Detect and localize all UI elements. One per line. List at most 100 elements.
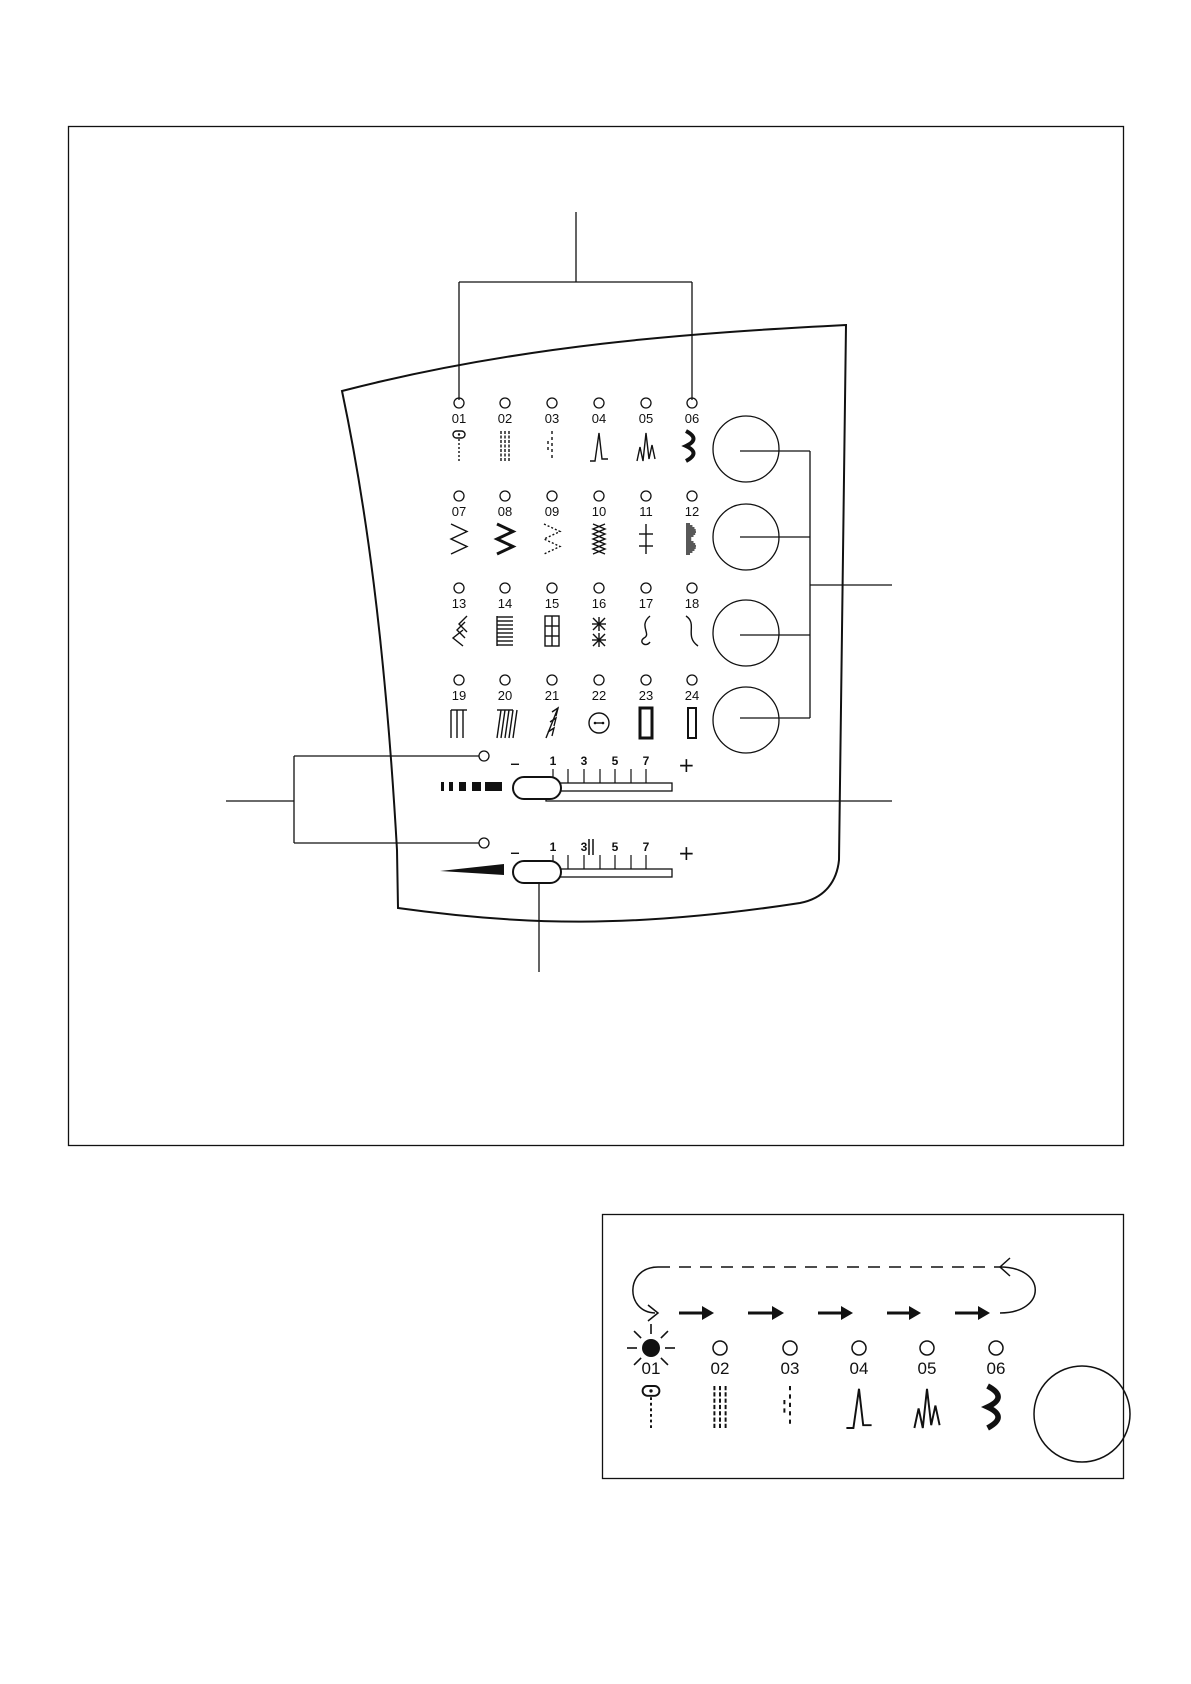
- arrow-zigzag-icon: [545, 706, 560, 739]
- sequence-arrow: [887, 1306, 921, 1320]
- buttonhole-wide-icon: [638, 706, 654, 740]
- stitch-02: 02: [498, 397, 512, 461]
- stitch-number: 09: [545, 504, 559, 519]
- sequence-number: 06: [987, 1359, 1006, 1378]
- wave-icon: [685, 615, 699, 647]
- sequence-stitch-06: 06: [980, 1340, 1006, 1431]
- stitch-number: 01: [452, 411, 466, 426]
- stitch-led: [640, 582, 652, 594]
- length-slider-knob[interactable]: [512, 776, 562, 800]
- stitch-number: 24: [685, 688, 699, 703]
- stitch-09: 09: [542, 490, 562, 555]
- sequence-selector-button[interactable]: [1033, 1365, 1131, 1463]
- width-led: [478, 837, 490, 849]
- sequence-stitch-01: 01: [627, 1324, 675, 1428]
- stitch-17: 17: [639, 582, 653, 646]
- stitch-07: 07: [449, 490, 469, 555]
- stitch-04: 04: [590, 397, 608, 462]
- stitch-11: 11: [639, 490, 653, 554]
- stitch-led: [640, 490, 652, 502]
- stretch-blind-icon: [636, 432, 656, 462]
- width-slider-knob[interactable]: [512, 860, 562, 884]
- sequence-arrow: [748, 1306, 784, 1320]
- leader-adjust-leds: [226, 755, 479, 844]
- stitch-led: [593, 490, 605, 502]
- sequence-stitch-04: 04: [846, 1340, 872, 1429]
- stitch-led: [593, 397, 605, 409]
- triple-straight-icon: [713, 1386, 727, 1428]
- selector-button-row2[interactable]: [712, 503, 780, 571]
- sequence-stitch-02: 02: [711, 1340, 730, 1428]
- stitch-05: 05: [636, 397, 656, 462]
- buttonhole-straight-icon: [641, 1385, 661, 1428]
- stitch-18: 18: [685, 582, 699, 647]
- stitch-24: 24: [685, 674, 699, 739]
- slider-tick-label: 5: [612, 840, 619, 854]
- selector-button-row1[interactable]: [712, 415, 780, 483]
- stitch-number: 12: [685, 504, 699, 519]
- stitch-20: 20: [496, 674, 518, 739]
- slider-tick-label: 7: [643, 840, 650, 854]
- stitch-15: 15: [544, 582, 560, 647]
- stitch-led: [640, 397, 652, 409]
- triple-straight-icon: [500, 431, 510, 461]
- stitch-led: [686, 674, 698, 686]
- slider-tick-label: 7: [643, 754, 650, 768]
- zigzag-icon: [449, 523, 469, 555]
- slider-tick-label: 1: [550, 754, 557, 768]
- selector-button-row4[interactable]: [712, 686, 780, 754]
- button-sew-icon: [588, 712, 610, 734]
- star-icon: [592, 617, 606, 647]
- loop-arrowhead-left: [998, 1257, 1011, 1277]
- length-minus: –: [510, 751, 520, 775]
- stitch-led: [593, 582, 605, 594]
- active-led: [642, 1339, 660, 1357]
- slant-overlock-icon: [496, 709, 518, 739]
- stitch-19: 19: [450, 674, 467, 738]
- stitch-led: [546, 674, 558, 686]
- stitch-number: 17: [639, 596, 653, 611]
- sequence-led: [919, 1340, 935, 1356]
- selector-button-row3[interactable]: [712, 599, 780, 667]
- stretch-blind-icon: [913, 1388, 941, 1429]
- stitch-number: 11: [639, 504, 653, 519]
- width-plus: +: [678, 841, 695, 865]
- stitch-21: 21: [545, 674, 560, 739]
- buttonhole-narrow-icon: [687, 707, 697, 739]
- sequence-arrow: [818, 1306, 853, 1320]
- stitch-number: 10: [592, 504, 606, 519]
- overlock-icon: [450, 709, 467, 738]
- sequence-frame: [601, 1213, 1125, 1480]
- ladder-icon: [639, 524, 653, 554]
- sequence-stitch-05: 05: [913, 1340, 941, 1429]
- blink-rays: [627, 1324, 675, 1366]
- stitch-number: 16: [592, 596, 606, 611]
- sequence-led: [782, 1340, 798, 1356]
- sequence-number: 01: [642, 1359, 661, 1378]
- leaf-icon: [641, 615, 651, 646]
- stitch-led: [499, 674, 511, 686]
- sequence-number: 04: [850, 1359, 869, 1378]
- stitch-08: 08: [493, 490, 517, 556]
- stitch-number: 20: [498, 688, 512, 703]
- stitch-led: [499, 582, 511, 594]
- stitch-number: 02: [498, 411, 512, 426]
- comb-icon: [496, 616, 513, 646]
- scallop-icon: [980, 1383, 1001, 1431]
- width-minus: –: [510, 840, 520, 864]
- buttonhole-straight-icon: [452, 430, 466, 461]
- sequence-stitch-03: 03: [781, 1340, 799, 1428]
- slider-tick-label: 5: [612, 754, 619, 768]
- stitch-number: 04: [592, 411, 606, 426]
- stitch-led: [593, 674, 605, 686]
- main-frame: [67, 125, 1125, 1147]
- control-panel: [340, 323, 848, 923]
- sequence-number: 02: [711, 1359, 730, 1378]
- stitch-12: 12: [685, 490, 699, 555]
- loop-arrowhead-right: [647, 1304, 660, 1322]
- stitch-led: [546, 490, 558, 502]
- satin-scallop-icon: [686, 523, 696, 555]
